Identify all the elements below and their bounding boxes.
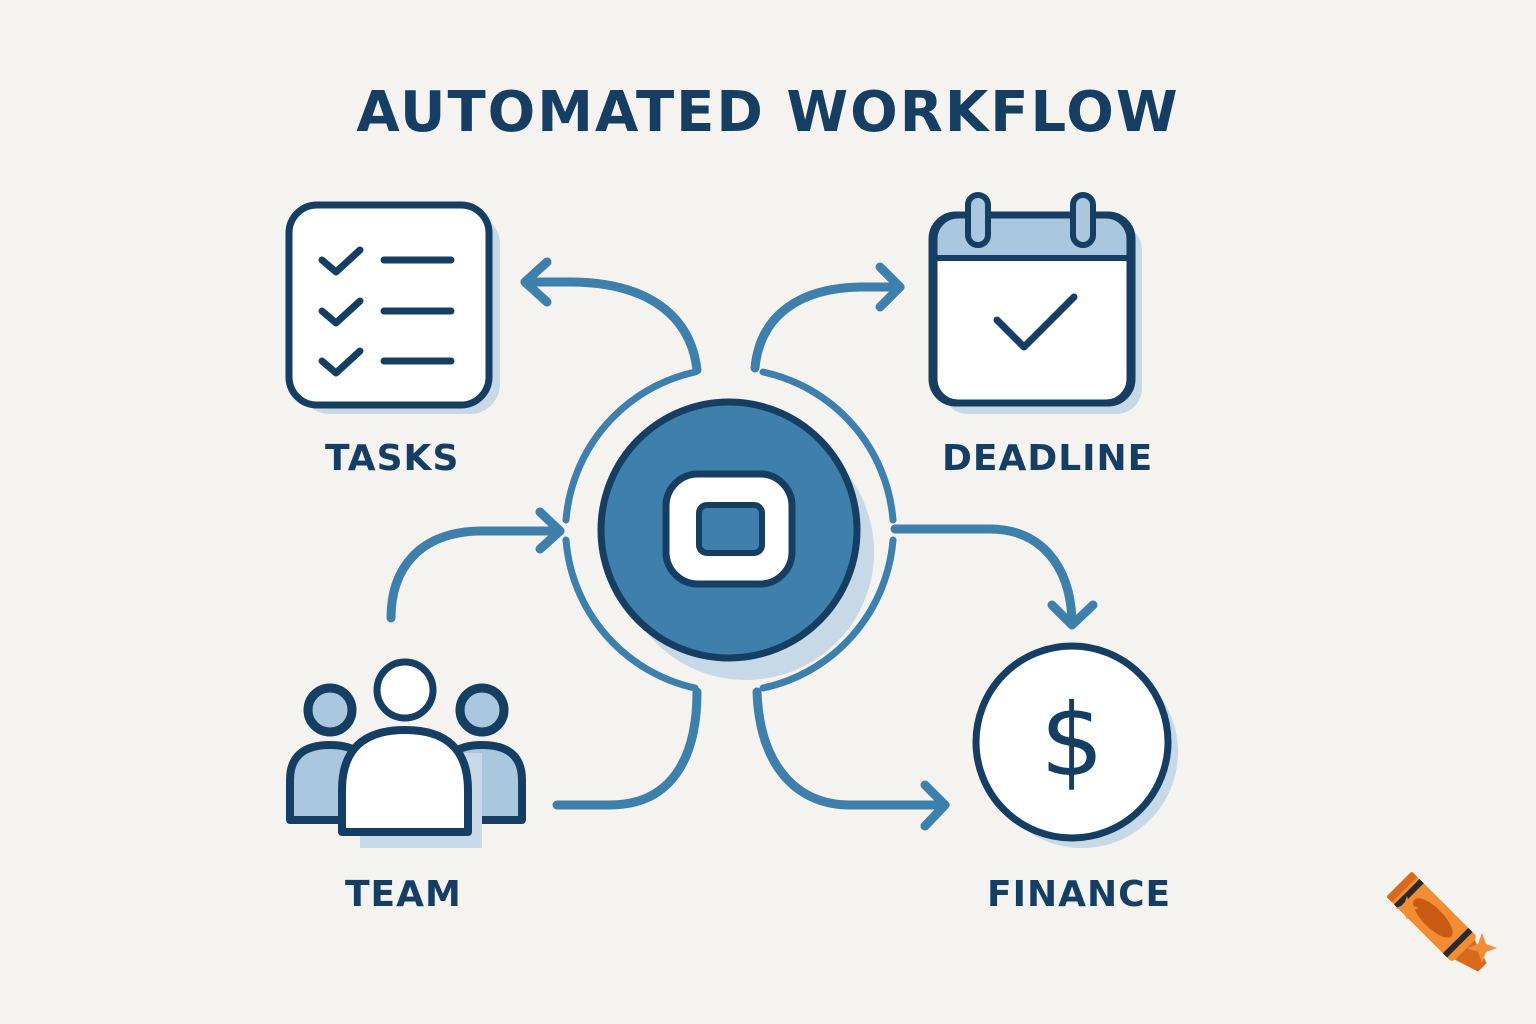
label-team: TEAM	[345, 874, 462, 915]
calendar-check-icon[interactable]	[928, 192, 1142, 414]
crayon-logo-icon	[1387, 872, 1487, 972]
arrowhead-tasks	[520, 257, 552, 307]
sparkle-icon	[1467, 933, 1497, 963]
arrow-hub-to-finance-bottom	[752, 687, 950, 810]
arrow-team-to-hub	[386, 526, 565, 623]
automation-hub-icon[interactable]	[597, 398, 874, 680]
label-deadline: DEADLINE	[942, 438, 1154, 479]
arrow-hub-to-finance-top	[890, 524, 1077, 625]
label-finance: FINANCE	[987, 874, 1172, 915]
arrow-hub-to-deadline	[750, 282, 905, 373]
label-tasks: TASKS	[325, 438, 460, 479]
arrowhead-finance-top	[1047, 600, 1098, 630]
diagram-title: AUTOMATED WORKFLOW	[356, 80, 1180, 145]
svg-text:$: $	[1040, 682, 1104, 799]
arrowhead-hub-left	[535, 507, 565, 554]
hub-outer-ring	[562, 368, 897, 692]
arrow-team-to-hub-bottom	[552, 687, 702, 810]
arrowhead-finance-bottom	[920, 780, 950, 831]
dollar-coin-icon[interactable]: $	[972, 642, 1178, 848]
team-icon[interactable]	[286, 658, 526, 848]
sparkle-icon	[1395, 896, 1419, 920]
arrow-hub-to-tasks	[520, 277, 702, 375]
checklist-icon[interactable]	[285, 201, 500, 414]
arrowhead-deadline	[875, 262, 905, 312]
